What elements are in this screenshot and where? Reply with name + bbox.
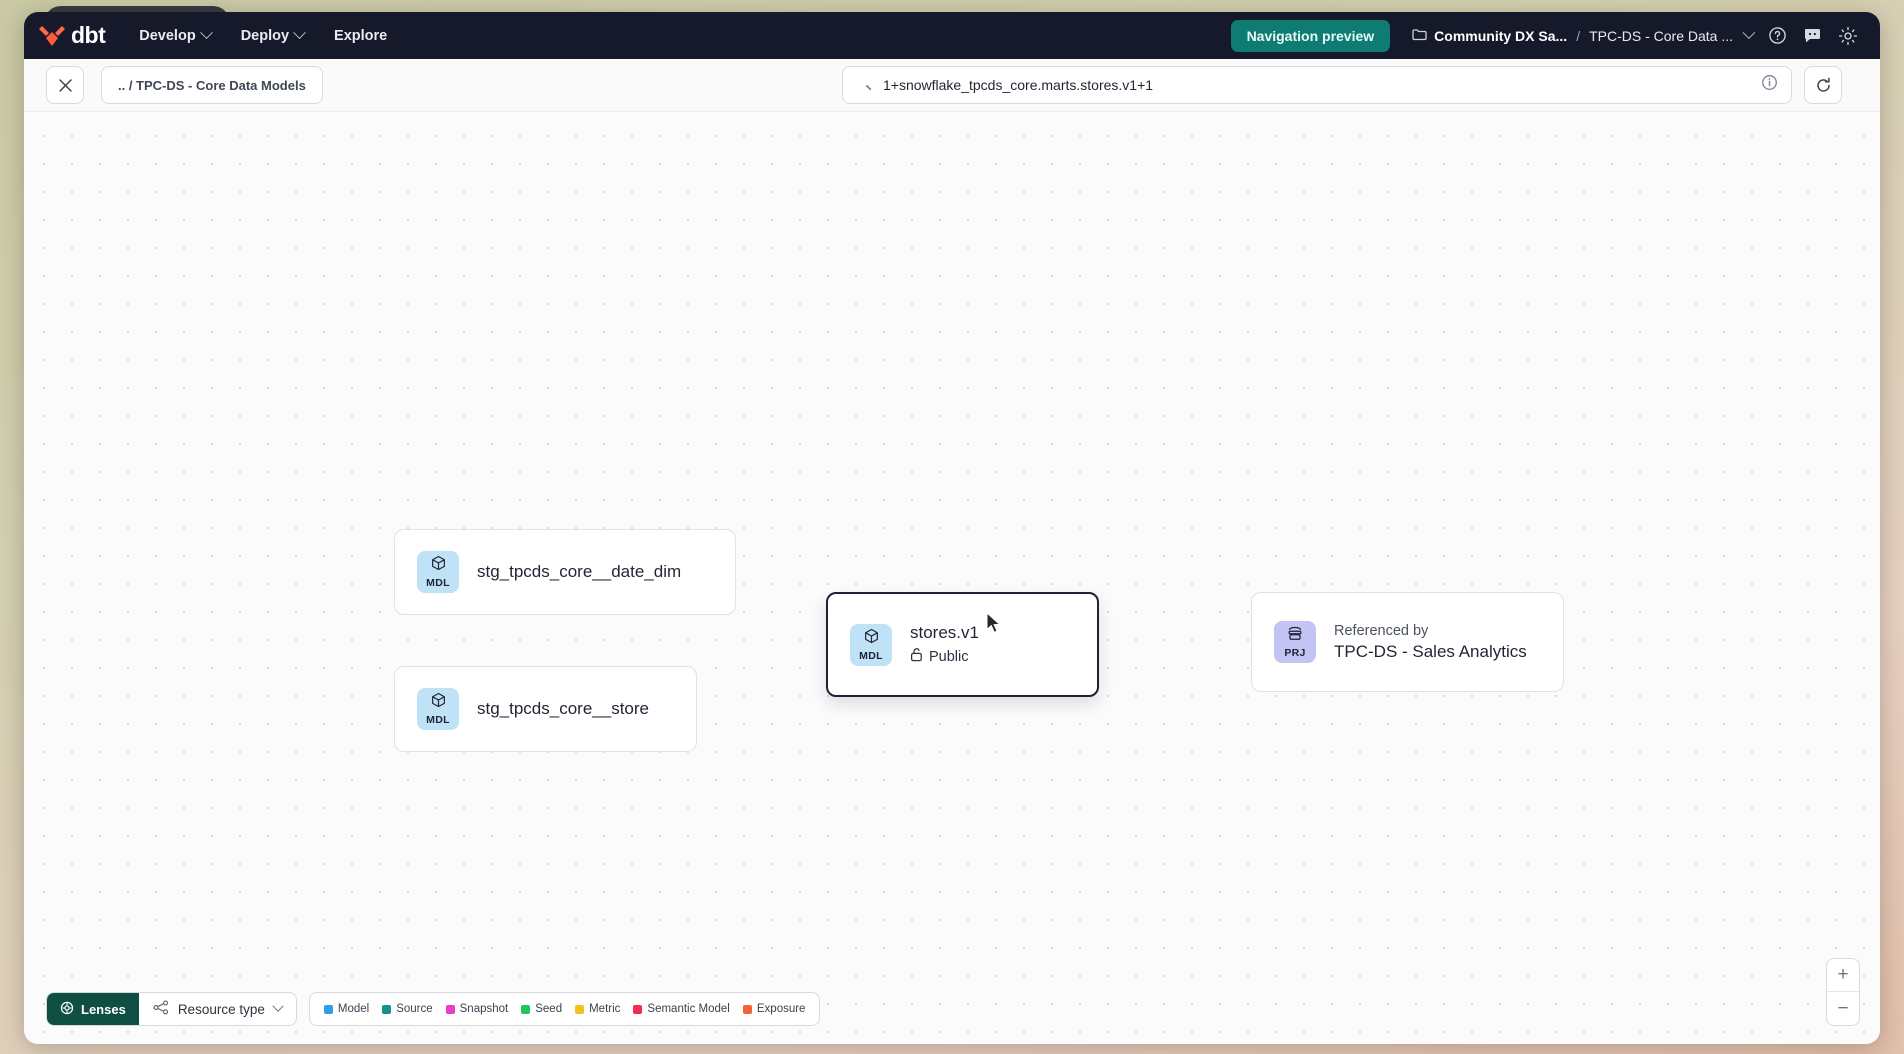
legend-item-seed: Seed: [521, 1003, 562, 1015]
search-box[interactable]: [842, 66, 1792, 104]
graph-node-sales-analytics[interactable]: PRJ Referenced by TPC-DS - Sales Analyti…: [1251, 592, 1564, 692]
nav-item-develop[interactable]: Develop: [139, 26, 213, 44]
legend-color-swatch: [521, 1004, 531, 1014]
breadcrumb: Community DX Sa... / TPC-DS - Core Data …: [1412, 28, 1733, 44]
node-access-row: Public: [910, 647, 979, 666]
legend-label: Model: [337, 1003, 370, 1015]
nav-item-explore[interactable]: Explore: [334, 28, 387, 44]
top-navigation-bar: dbt Develop Deploy Explore Navigation pr…: [24, 12, 1880, 59]
legend-label: Semantic Model: [647, 1003, 730, 1015]
search-area: [842, 66, 1842, 104]
chevron-down-icon: [293, 26, 306, 40]
refresh-button[interactable]: [1804, 66, 1842, 104]
legend-label: Exposure: [756, 1003, 806, 1015]
node-badge-mdl: MDL: [417, 551, 459, 593]
dbt-logo[interactable]: dbt: [38, 22, 106, 49]
feedback-icon[interactable]: [1803, 27, 1822, 45]
lineage-canvas[interactable]: MDL stg_tpcds_core__date_dim MDL: [24, 112, 1880, 1044]
legend-color-swatch: [742, 1004, 752, 1014]
lineage-toolbar: .. / TPC-DS - Core Data Models: [24, 59, 1880, 112]
node-badge-mdl: MDL: [417, 688, 459, 730]
legend-label: Source: [396, 1003, 433, 1015]
nav-item-deploy[interactable]: Deploy: [240, 26, 306, 44]
search-input[interactable]: [883, 77, 1750, 93]
dbt-logo-icon: [38, 23, 66, 49]
cube-icon: [430, 555, 447, 577]
breadcrumb-account[interactable]: Community DX Sa...: [1434, 27, 1568, 44]
folder-icon: [1412, 28, 1427, 44]
unlock-icon: [910, 647, 923, 666]
node-badge-label: MDL: [426, 714, 450, 727]
node-eyebrow: Referenced by: [1334, 622, 1429, 639]
zoom-controls: + −: [1826, 958, 1860, 1026]
breadcrumb-project[interactable]: TPC-DS - Core Data ...: [1589, 27, 1733, 44]
legend-item-snapshot: Snapshot: [445, 1003, 509, 1015]
nav-item-develop-label: Develop: [139, 27, 196, 44]
legend-item-source: Source: [382, 1003, 433, 1015]
node-badge-label: PRJ: [1284, 647, 1306, 660]
gear-icon[interactable]: [1838, 26, 1858, 46]
legend-label: Snapshot: [459, 1003, 509, 1015]
top-navigation-right: Navigation preview Community DX Sa... / …: [1230, 19, 1858, 52]
nav-item-deploy-label: Deploy: [240, 27, 290, 44]
nodes-icon: [153, 1000, 169, 1018]
graph-node-stores-v1[interactable]: MDL stores.v1 Public: [826, 592, 1099, 697]
lenses-label: Lenses: [81, 1001, 126, 1017]
app-window: dbt Develop Deploy Explore Navigation pr…: [24, 12, 1880, 1044]
graph-node-store[interactable]: MDL stg_tpcds_core__store: [394, 666, 697, 752]
project-stack-icon: [1286, 625, 1304, 647]
canvas-bottom-toolbar: Lenses Resource type: [46, 992, 821, 1026]
chevron-down-icon: [199, 26, 213, 40]
legend-item-model: Model: [323, 1003, 370, 1015]
node-title: stg_tpcds_core__store: [477, 699, 649, 718]
info-circle-icon[interactable]: [1761, 74, 1778, 96]
lens-icon: [60, 1001, 74, 1018]
legend-item-exposure: Exposure: [742, 1003, 806, 1015]
cube-icon: [863, 628, 880, 650]
node-title: stg_tpcds_core__date_dim: [477, 562, 682, 581]
search-icon: [856, 75, 872, 96]
legend-color-swatch: [633, 1004, 643, 1014]
legend-color-swatch: [575, 1004, 585, 1014]
legend-item-metric: Metric: [575, 1003, 620, 1015]
help-circle-icon[interactable]: [1768, 26, 1787, 45]
resource-type-legend: Model Source Snapshot Seed: [308, 992, 821, 1026]
lens-control-group: Lenses Resource type: [46, 992, 297, 1026]
legend-label: Metric: [589, 1003, 621, 1015]
node-badge-label: MDL: [859, 649, 883, 662]
node-badge-label: MDL: [426, 577, 450, 590]
dbt-wordmark: dbt: [71, 22, 106, 48]
chevron-down-icon[interactable]: [1742, 26, 1756, 40]
zoom-out-button[interactable]: −: [1837, 997, 1849, 1019]
breadcrumb-chip[interactable]: .. / TPC-DS - Core Data Models: [101, 66, 323, 104]
node-title: stores.v1: [910, 623, 979, 642]
node-badge-mdl: MDL: [850, 623, 892, 666]
legend-color-swatch: [323, 1004, 333, 1014]
close-button[interactable]: [46, 66, 84, 104]
node-badge-prj: PRJ: [1274, 621, 1316, 663]
resource-type-dropdown[interactable]: Resource type: [139, 993, 296, 1025]
zoom-in-button[interactable]: +: [1827, 959, 1859, 992]
navigation-preview-button[interactable]: Navigation preview: [1230, 19, 1391, 52]
node-title: TPC-DS - Sales Analytics: [1334, 641, 1527, 661]
chevron-down-icon: [272, 1000, 284, 1012]
graph-node-date-dim[interactable]: MDL stg_tpcds_core__date_dim: [394, 529, 736, 615]
legend-item-semantic-model: Semantic Model: [633, 1003, 730, 1015]
cube-icon: [430, 692, 447, 714]
nav-item-explore-label: Explore: [334, 27, 388, 44]
resource-type-label: Resource type: [177, 1001, 265, 1017]
legend-color-swatch: [382, 1004, 392, 1014]
node-access-label: Public: [929, 648, 969, 665]
lineage-edges: [24, 112, 324, 262]
legend-label: Seed: [535, 1003, 563, 1015]
lenses-button[interactable]: Lenses: [47, 993, 139, 1025]
breadcrumb-separator: /: [1576, 27, 1581, 44]
legend-color-swatch: [445, 1004, 455, 1014]
